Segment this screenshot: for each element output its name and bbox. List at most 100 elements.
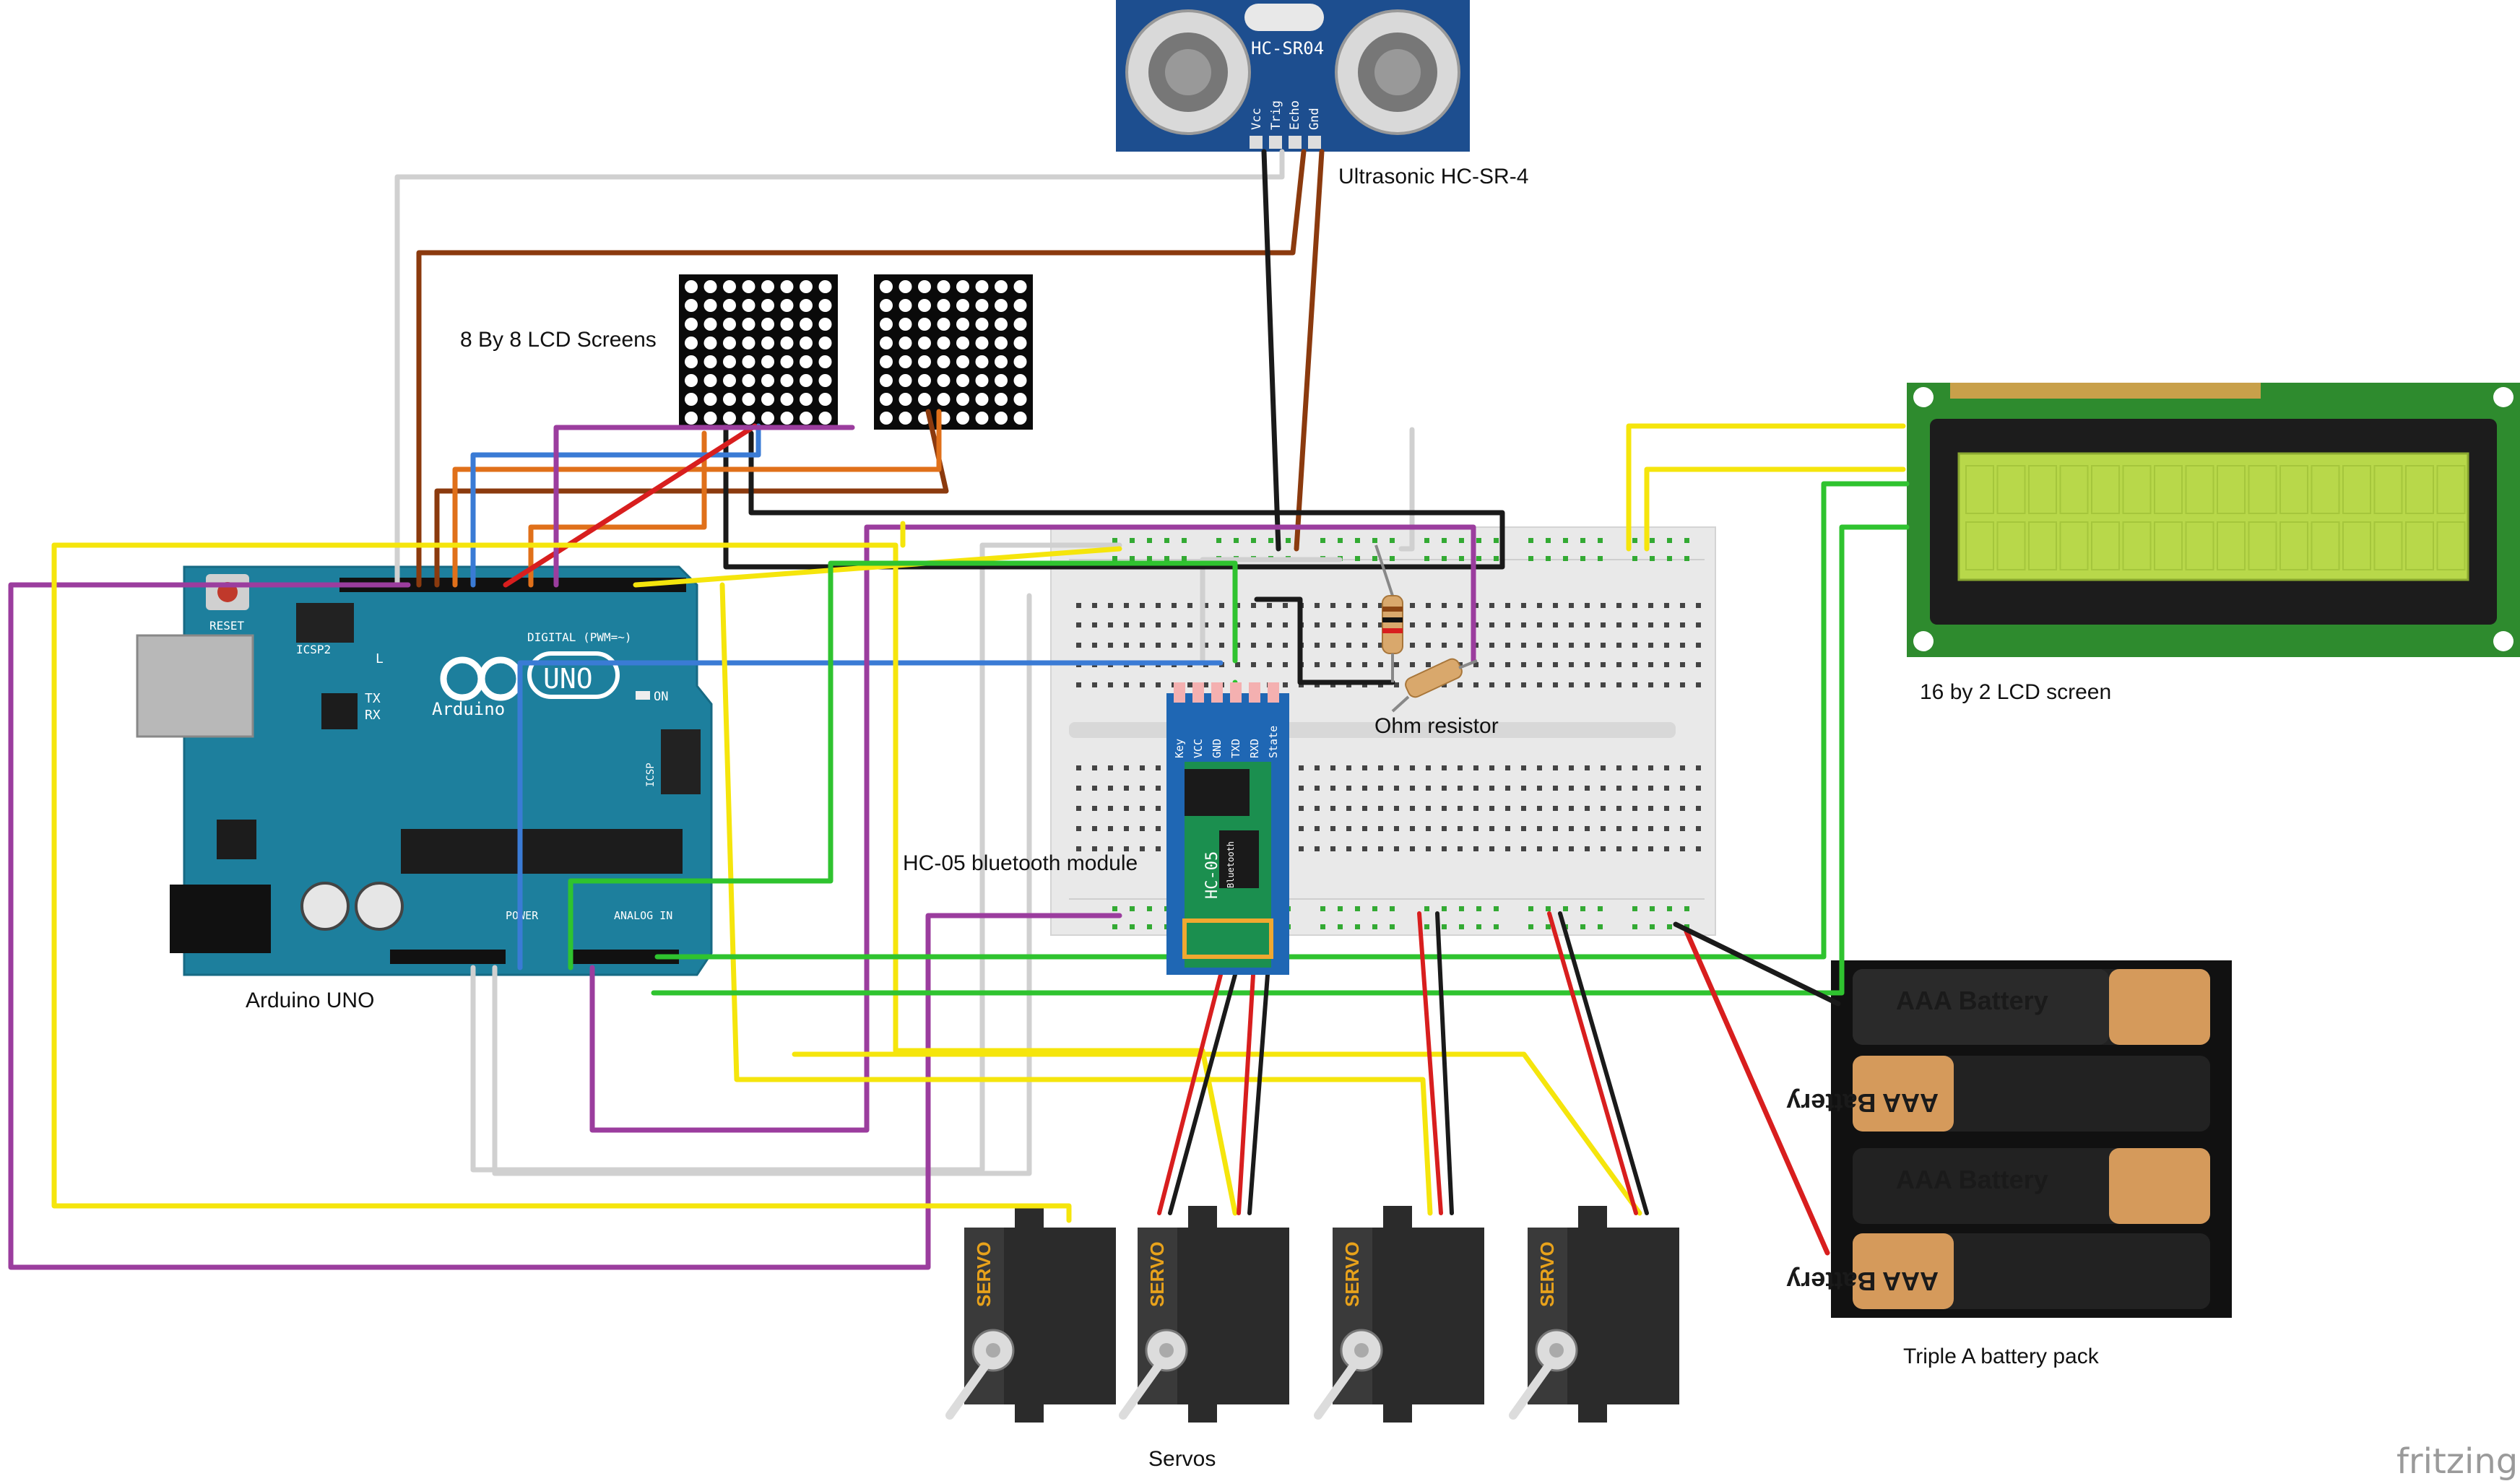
breadboard-hole [1521, 662, 1526, 667]
breadboard-hole [1489, 643, 1494, 648]
matrix-led [800, 355, 813, 368]
rail-hole [1598, 906, 1603, 911]
breadboard-hole [1346, 622, 1351, 627]
rail-hole [1355, 924, 1360, 929]
breadboard-hole [1616, 846, 1621, 851]
matrix-led [918, 299, 931, 312]
breadboard-hole [1489, 662, 1494, 667]
matrix-led [880, 336, 893, 349]
matrix-led [937, 355, 951, 368]
breadboard-hole [1124, 643, 1129, 648]
matrix-led [818, 280, 832, 293]
rail-hole [1528, 924, 1533, 929]
breadboard-hole [1553, 826, 1558, 831]
rail-hole [1476, 538, 1481, 543]
breadboard-hole [1267, 662, 1272, 667]
fritzing-watermark: fritzing [2396, 1441, 2518, 1481]
rail-hole [1546, 556, 1551, 561]
capacitor [300, 882, 350, 931]
capacitor [355, 882, 404, 931]
wire [1398, 427, 1415, 552]
bt-pin-label: State [1267, 726, 1280, 758]
matrix-led [703, 355, 717, 368]
lcd-char-cell [2405, 465, 2434, 514]
lcd-char-cell [2122, 465, 2152, 514]
breadboard-hole [1696, 603, 1701, 608]
lcd-char-cell [2217, 465, 2246, 514]
matrix-led [818, 374, 832, 387]
breadboard-hole [1426, 643, 1431, 648]
rail-hole [1563, 538, 1568, 543]
breadboard-hole [1394, 682, 1399, 687]
matrix-led [880, 318, 893, 331]
breadboard-hole [1426, 806, 1431, 811]
wire [1261, 149, 1281, 552]
lcd-char-cell [2028, 521, 2057, 570]
rail-hole [1476, 906, 1481, 911]
breadboard-hole [1569, 662, 1574, 667]
breadboard-hole [1553, 846, 1558, 851]
breadboard-hole [1156, 603, 1161, 608]
matrix-led [880, 355, 893, 368]
breadboard-hole [1632, 682, 1637, 687]
wire [394, 149, 1285, 588]
servo-motor: SERVO [1509, 1206, 1679, 1423]
breadboard-hole [1426, 603, 1431, 608]
breadboard-hole [1187, 603, 1192, 608]
battery-label-3: AAA Battery [1896, 1165, 2048, 1194]
matrix-led [1013, 336, 1027, 349]
lcd-char-cell [1996, 465, 2026, 514]
rail-hole [1650, 924, 1655, 929]
breadboard-hole [1601, 662, 1606, 667]
breadboard-hole [1632, 603, 1637, 608]
breadboard-hole [1537, 765, 1542, 770]
breadboard-hole [1362, 786, 1367, 791]
matrix-led [899, 280, 912, 293]
rail-hole [1684, 538, 1689, 543]
breadboard-hole [1299, 786, 1304, 791]
breadboard-hole [1251, 622, 1256, 627]
breadboard-hole [1616, 786, 1621, 791]
bt-pin-label: RXD [1248, 739, 1261, 758]
breadboard-hole [1092, 826, 1097, 831]
matrix-led [742, 299, 755, 312]
breadboard-hole [1505, 765, 1510, 770]
breadboard-hole [1346, 826, 1351, 831]
matrix-led [800, 299, 813, 312]
rail-hole [1667, 906, 1672, 911]
label-battery: Triple A battery pack [1903, 1345, 2100, 1368]
rail-hole [1372, 538, 1377, 543]
servo-label: SERVO [1341, 1241, 1363, 1307]
breadboard-hole [1553, 786, 1558, 791]
breadboard-hole [1601, 765, 1606, 770]
rail-hole [1546, 924, 1551, 929]
breadboard-hole [1410, 662, 1415, 667]
battery-label-4: AAA Battery [1786, 1267, 1939, 1296]
rail-hole [1424, 906, 1429, 911]
breadboard-hole [1648, 643, 1653, 648]
wire [503, 423, 758, 588]
breadboard-hole [1267, 622, 1272, 627]
breadboard-hole [1203, 603, 1208, 608]
lcd-char-cell [2091, 465, 2120, 514]
breadboard-hole [1219, 603, 1224, 608]
matrix-led [780, 412, 794, 425]
breadboard-hole [1203, 682, 1208, 687]
battery-label-2: AAA Battery [1786, 1088, 1939, 1118]
wire [1558, 911, 1649, 1215]
breadboard-hole [1203, 643, 1208, 648]
breadboard-hole [1378, 622, 1383, 627]
breadboard-hole [1299, 826, 1304, 831]
breadboard-hole [1458, 765, 1463, 770]
breadboard-hole [1410, 806, 1415, 811]
breadboard-hole [1632, 765, 1637, 770]
matrix-led [685, 299, 698, 312]
matrix-led [761, 393, 774, 406]
resistor-vertical [1374, 544, 1403, 682]
breadboard-hole [1330, 603, 1335, 608]
battery-cell: AAA Battery [1853, 1148, 2210, 1224]
breadboard-hole [1140, 786, 1145, 791]
battery-cell: AAA Battery [1786, 1056, 2210, 1132]
breadboard-hole [1458, 846, 1463, 851]
rail-hole [1338, 906, 1343, 911]
